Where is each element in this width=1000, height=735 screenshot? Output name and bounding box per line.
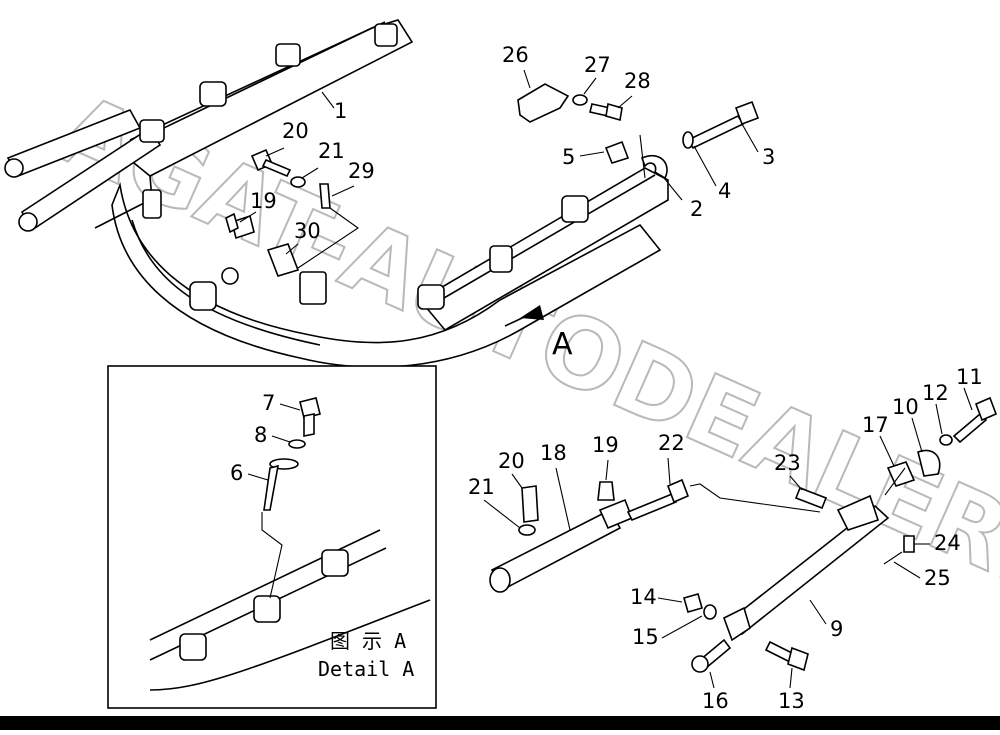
clamp-part-10	[917, 449, 941, 477]
label-part-18: 18	[540, 441, 567, 465]
washer-part-15	[703, 604, 717, 620]
label-part-9: 9	[830, 617, 843, 641]
bolt-part-3	[686, 100, 760, 150]
plate-part-26	[517, 83, 570, 123]
detail-a-panel	[107, 365, 437, 709]
bolt-part-13	[764, 640, 809, 672]
label-part-19-upper: 19	[250, 189, 277, 213]
washer-part-27	[572, 94, 588, 106]
nut-part-14	[683, 593, 703, 613]
washer-part-12	[939, 434, 953, 446]
label-part-28: 28	[624, 69, 651, 93]
washer-part-21-upper	[290, 176, 306, 188]
detail-caption-cn: 图 示 A	[330, 629, 406, 653]
frame-assembly	[4, 19, 669, 368]
bottom-border	[0, 716, 1000, 730]
bolt-part-20-lower	[521, 485, 539, 523]
label-part-14: 14	[630, 585, 657, 609]
washer-part-21-lower	[518, 524, 536, 536]
label-part-7: 7	[262, 391, 275, 415]
label-part-8: 8	[254, 423, 267, 447]
view-marker-a: A	[552, 327, 573, 362]
bolt-part-11	[952, 396, 998, 444]
label-part-15: 15	[632, 625, 659, 649]
block-part-5	[604, 140, 630, 164]
detail-caption-en: Detail A	[318, 657, 414, 681]
label-part-22: 22	[658, 431, 685, 455]
label-part-19-lower: 19	[592, 433, 619, 457]
clip-part-2	[640, 154, 668, 180]
label-part-2: 2	[690, 197, 703, 221]
washer-part-4	[682, 131, 694, 149]
label-part-5: 5	[562, 145, 575, 169]
pin-part-29	[319, 183, 331, 209]
bolt-part-28	[589, 102, 623, 122]
label-part-30: 30	[294, 219, 321, 243]
label-part-25: 25	[924, 566, 951, 590]
label-part-24: 24	[934, 531, 961, 555]
label-part-12: 12	[922, 381, 949, 405]
label-part-13: 13	[778, 689, 805, 713]
bushing-part-30	[266, 243, 300, 277]
rod-part-9	[723, 494, 890, 642]
label-part-4: 4	[718, 179, 731, 203]
label-part-21-upper: 21	[318, 139, 345, 163]
label-part-21-lower: 21	[468, 475, 495, 499]
pin-part-24	[903, 535, 915, 553]
grease-fitting-part-19-lower	[597, 481, 615, 501]
label-part-6: 6	[230, 461, 243, 485]
label-part-3: 3	[762, 145, 775, 169]
cylinder-part-18	[489, 498, 634, 593]
label-part-1: 1	[334, 99, 347, 123]
label-part-16: 16	[702, 689, 729, 713]
pin-part-23	[794, 486, 828, 510]
label-part-29: 29	[348, 159, 375, 183]
label-part-20-upper: 20	[282, 119, 309, 143]
part-labels: 1 2 3 4 5 6 7 8 9 10 11 12 13 14 15 16 1…	[230, 43, 983, 713]
label-part-23: 23	[774, 451, 801, 475]
label-part-26: 26	[502, 43, 529, 67]
bolt-part-22	[626, 478, 690, 522]
grease-fitting-part-19-upper	[225, 212, 255, 240]
label-part-20-lower: 20	[498, 449, 525, 473]
rod-end-part-16	[691, 638, 732, 673]
label-part-27: 27	[584, 53, 611, 77]
label-part-17: 17	[862, 413, 889, 437]
cotter-pin-part-25	[883, 551, 903, 565]
label-part-10: 10	[892, 395, 919, 419]
label-part-11: 11	[956, 365, 983, 389]
leader-lines	[239, 69, 973, 689]
